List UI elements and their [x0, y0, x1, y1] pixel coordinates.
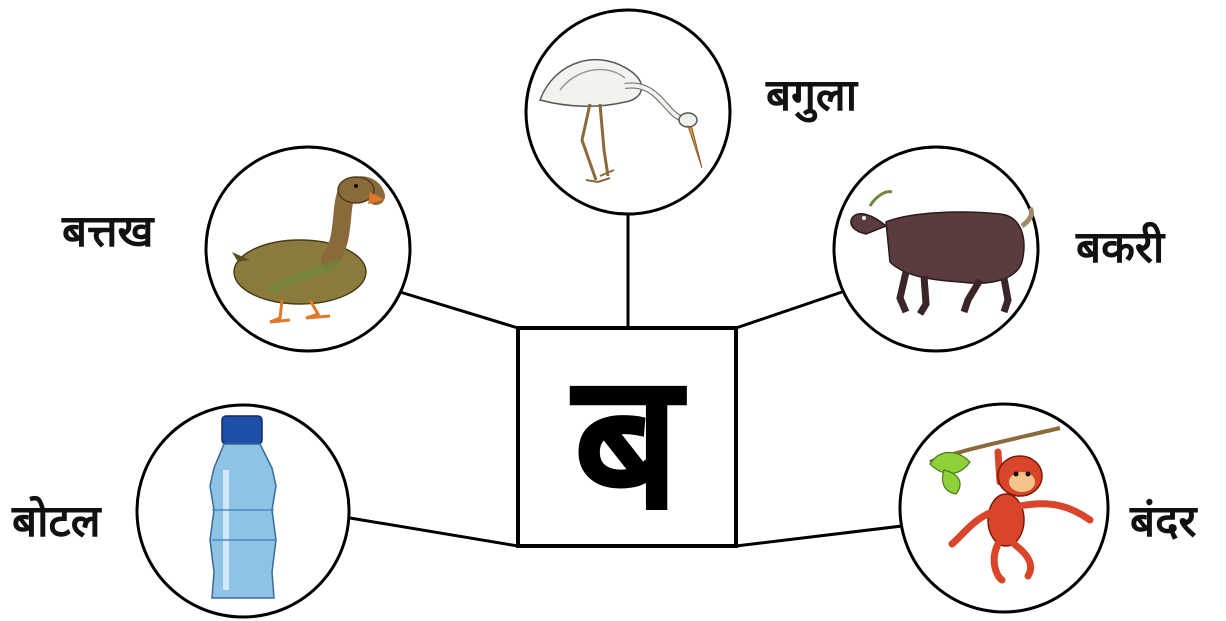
connector-bandar: [735, 524, 903, 548]
bottle-icon: [209, 415, 277, 599]
word-battakh: बत्तख: [62, 206, 154, 257]
heron-icon: [539, 58, 703, 184]
connector-botal: [349, 516, 519, 548]
word-bagula: बगुला: [766, 70, 858, 121]
word-bakri: बकरी: [1076, 222, 1165, 273]
word-bandar: बंदर: [1130, 496, 1197, 547]
word-botal: बोटल: [12, 496, 101, 547]
center-letter: ब: [570, 331, 688, 552]
goat-icon: [850, 190, 1035, 316]
connector-battakh: [399, 290, 519, 330]
monkey-icon: [929, 426, 1094, 584]
center-letter-box: [516, 326, 738, 548]
picture-circle-bagula: [524, 8, 732, 216]
connector-bakri: [735, 290, 843, 330]
duck-icon: [232, 176, 385, 324]
